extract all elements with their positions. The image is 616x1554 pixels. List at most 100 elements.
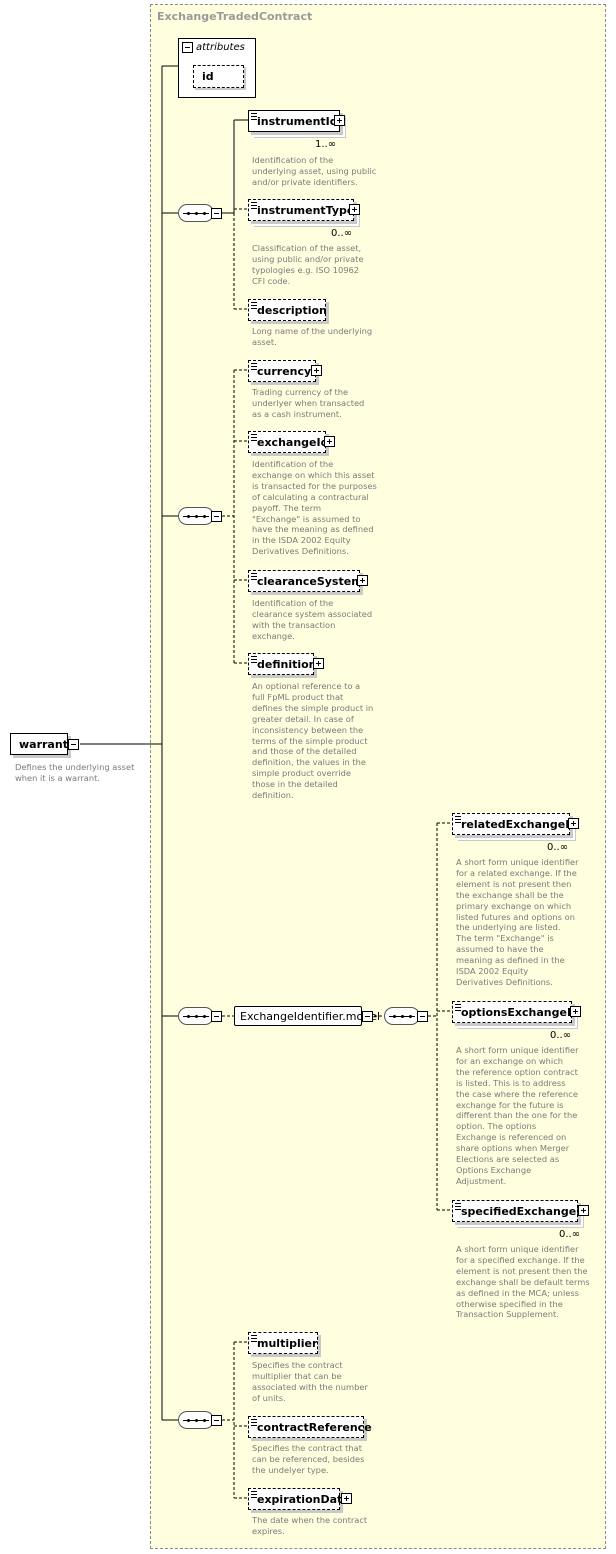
doc-line: element is not present then the <box>456 1265 588 1276</box>
doc-line: element is not present then <box>456 878 572 889</box>
doc-line: associated with the number <box>252 1381 368 1392</box>
element-name: relatedExchangeId <box>461 818 578 831</box>
sequence-compositor-group[interactable] <box>384 1007 420 1025</box>
element-multiplier[interactable]: multiplier <box>248 1332 318 1354</box>
doc-line: asset. <box>252 336 277 347</box>
element-clearance-system[interactable]: clearanceSystem <box>248 570 363 592</box>
doc-line: as defined in the MCA; unless <box>456 1287 579 1298</box>
element-definition[interactable]: definition <box>248 653 317 675</box>
sequence-compositor-1[interactable] <box>178 204 214 222</box>
doc-line: and/or private identifiers. <box>252 176 358 187</box>
sequence-compositor-2[interactable] <box>178 507 214 525</box>
element-name: specifiedExchangeId <box>461 1205 589 1218</box>
element-currency[interactable]: currency <box>248 360 316 382</box>
doc-line: the exchange shall be the <box>456 889 564 900</box>
doc-line: Derivatives Definitions. <box>252 546 349 557</box>
collapse-sequence-2-icon[interactable] <box>211 511 222 522</box>
doc-line: and those of the detailed <box>252 746 357 757</box>
doc-line: underlying asset, using public <box>252 165 377 176</box>
expand-instrument-id-icon[interactable] <box>334 115 345 126</box>
cardinality: 1..∞ <box>315 139 337 150</box>
doc-line: Long name of the underlying <box>252 326 373 336</box>
doc-line: Transaction Supplement. <box>456 1309 559 1320</box>
collapse-group-sequence-icon[interactable] <box>417 1011 428 1022</box>
doc-line: in the ISDA 2002 Equity <box>252 535 351 546</box>
expand-clearance-system-icon[interactable] <box>357 575 368 586</box>
doc-line: listed futures and options on <box>456 911 575 922</box>
doc-line: for an exchange on which <box>456 1055 564 1066</box>
collapse-sequence-1-icon[interactable] <box>211 208 222 219</box>
doc-line: the underlying are listed. <box>456 922 561 933</box>
element-name: definition <box>257 658 317 671</box>
collapse-group-icon[interactable] <box>362 1011 373 1022</box>
cardinality: 0..∞ <box>559 1229 581 1240</box>
doc-line: An optional reference to a <box>252 681 361 691</box>
collapse-sequence-4-icon[interactable] <box>211 1415 222 1426</box>
expand-definition-icon[interactable] <box>313 658 324 669</box>
expand-instrument-type-icon[interactable] <box>349 204 360 215</box>
element-name: expirationDate <box>257 1493 350 1506</box>
doc-line: share options when Merger <box>456 1143 570 1154</box>
element-options-exchange-id[interactable]: optionsExchangeId <box>452 1001 579 1023</box>
doc-line: greater detail. In case of <box>252 713 354 724</box>
doc-line: Specifies the contract <box>252 1360 343 1370</box>
element-exchange-id[interactable]: exchangeId <box>248 431 328 453</box>
element-expiration-date[interactable]: expirationDate <box>248 1488 350 1510</box>
element-description[interactable]: description <box>248 299 327 321</box>
doc-line: is transacted for the purposes <box>252 480 377 491</box>
expand-related-exchange-id-icon[interactable] <box>568 818 579 829</box>
doc-line: full FpML product that <box>252 691 344 702</box>
collapse-warrant-icon[interactable] <box>68 739 79 750</box>
group-exchange-identifier-model[interactable]: ExchangeIdentifier.model <box>234 1006 380 1026</box>
element-specified-exchange-id[interactable]: specifiedExchangeId <box>452 1200 588 1222</box>
expand-expiration-date-icon[interactable] <box>341 1493 352 1504</box>
doc-line: Derivatives Definitions. <box>456 976 553 987</box>
doc-line: Identification of the <box>252 155 334 165</box>
doc-line: underlyer when transacted <box>252 397 365 408</box>
collapse-attributes-icon[interactable] <box>182 42 193 53</box>
sequence-compositor-3[interactable] <box>178 1007 214 1025</box>
expand-specified-exchange-id-icon[interactable] <box>578 1205 589 1216</box>
doc-line: when it is a warrant. <box>15 772 101 783</box>
doc-line: Classification of the asset, <box>252 243 362 253</box>
doc-line: clearance system associated <box>252 608 373 619</box>
doc-line: the reference option contract <box>456 1066 578 1077</box>
collapse-sequence-3-icon[interactable] <box>211 1011 222 1022</box>
doc-line: for a specified exchange. If the <box>456 1254 585 1265</box>
doc-line: Identification of the <box>252 598 334 608</box>
element-instrument-type[interactable]: instrumentType <box>248 199 354 221</box>
cardinality: 0..∞ <box>331 228 353 239</box>
element-related-exchange-id[interactable]: relatedExchangeId <box>452 813 577 835</box>
expand-currency-icon[interactable] <box>311 365 322 376</box>
doc-line: Trading currency of the <box>252 387 349 397</box>
attributes-title: attributes <box>196 42 245 53</box>
doc-line: definition. <box>252 790 294 801</box>
doc-line: The date when the contract <box>252 1515 368 1525</box>
complex-type-frame <box>150 4 606 1549</box>
expand-options-exchange-id-icon[interactable] <box>570 1006 581 1017</box>
element-contract-reference[interactable]: contractReference <box>248 1416 372 1438</box>
element-name: instrumentType <box>257 204 355 217</box>
element-instrument-id[interactable]: instrumentId <box>248 110 340 132</box>
doc-line: simple product override <box>252 768 352 779</box>
sequence-compositor-4[interactable] <box>178 1411 214 1429</box>
doc-line: CFI code. <box>252 275 291 286</box>
doc-line: those in the detailed <box>252 779 338 790</box>
complex-type-title: ExchangeTradedContract <box>157 10 313 23</box>
attribute-id[interactable]: id <box>193 65 244 88</box>
doc-line: defines the simple product in <box>252 702 374 713</box>
doc-line: A short form unique identifier <box>456 857 579 867</box>
doc-line: as a cash instrument. <box>252 408 342 419</box>
doc-line: the case where the reference <box>456 1088 578 1099</box>
doc-line: have the meaning as defined <box>252 524 374 535</box>
doc-line: expires. <box>252 1525 285 1536</box>
root-element-warrant[interactable]: warrant <box>10 733 68 755</box>
expand-exchange-id-icon[interactable] <box>324 436 335 447</box>
